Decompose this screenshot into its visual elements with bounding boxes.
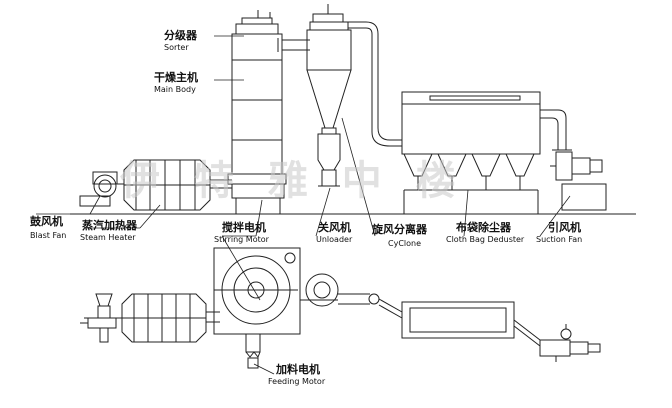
feeding-motor-label-en: Feeding Motor bbox=[268, 377, 326, 386]
duct-to-cyclone bbox=[277, 38, 310, 52]
blast-fan-label-en: Blast Fan bbox=[30, 231, 67, 240]
sorter-label-en: Sorter bbox=[164, 43, 189, 52]
main-body-elevation bbox=[227, 10, 287, 214]
sorter-label-zh: 分级器 bbox=[164, 29, 197, 42]
stirring-motor-label-en: Stirring Motor bbox=[214, 235, 269, 244]
suction-fan-label-en: Suction Fan bbox=[536, 235, 583, 244]
duct-to-suction-fan bbox=[540, 109, 572, 151]
cyclone-label-zh: 旋风分离器 bbox=[372, 223, 427, 236]
cloth-bag-deduster-elevation bbox=[401, 91, 541, 214]
feeder-plan bbox=[80, 293, 122, 343]
feeding-motor-label-zh: 加料电机 bbox=[276, 363, 320, 376]
stirring-motor-label-zh: 搅拌电机 bbox=[222, 221, 266, 234]
cyclone-plan bbox=[300, 273, 403, 319]
blast-fan-label-zh: 鼓风机 bbox=[30, 215, 63, 228]
suction-fan-label-zh: 引风机 bbox=[548, 221, 581, 234]
steam-heater-elevation bbox=[123, 159, 232, 211]
bag-deduster-label-en: Cloth Bag Deduster bbox=[446, 235, 525, 244]
leader-lines bbox=[36, 35, 571, 375]
suction-fan-elevation bbox=[550, 151, 607, 211]
steam-heater-label-en: Steam Heater bbox=[80, 233, 136, 242]
suction-fan-plan bbox=[539, 324, 601, 362]
steam-heater-label-zh: 蒸汽加热器 bbox=[82, 219, 137, 232]
blast-fan-elevation bbox=[79, 171, 124, 207]
bag-deduster-label-zh: 布袋除尘器 bbox=[456, 221, 511, 234]
main-body-label-en: Main Body bbox=[154, 85, 196, 94]
cloth-bag-deduster-plan bbox=[401, 301, 541, 347]
cyclone-elevation bbox=[306, 4, 352, 187]
unloader-label-en: Unloader bbox=[316, 235, 353, 244]
duct-to-deduster bbox=[348, 21, 402, 147]
company-watermark: 伊 特 雅 中 楼 bbox=[120, 158, 466, 204]
steam-heater-plan bbox=[121, 293, 220, 343]
cyclone-label-en: CyClone bbox=[388, 239, 422, 248]
main-body-label-zh: 干燥主机 bbox=[154, 71, 198, 84]
unloader-label-zh: 关风机 bbox=[318, 221, 351, 234]
main-body-plan bbox=[213, 247, 301, 369]
